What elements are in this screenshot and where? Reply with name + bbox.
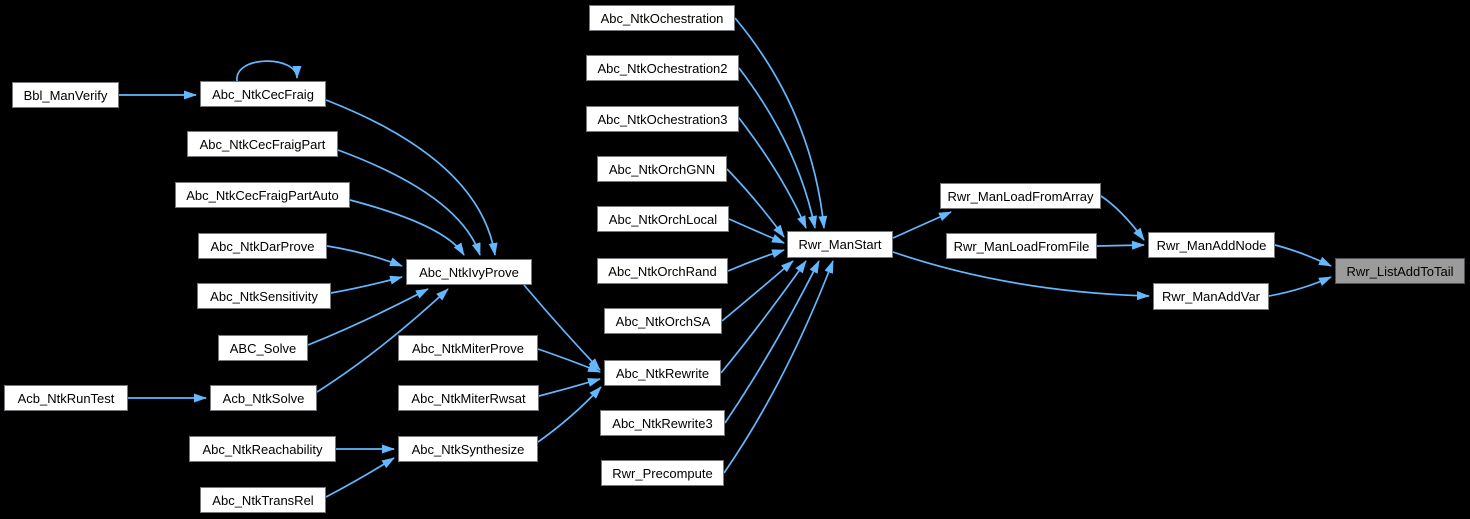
edge-abcNtkTransRel-to-abcNtkSynthesize: [325, 457, 395, 498]
graph-node-abcNtkCecFraigPart[interactable]: Abc_NtkCecFraigPart: [187, 131, 338, 157]
graph-node-abcNtkOchestration2[interactable]: Abc_NtkOchestration2: [586, 55, 739, 81]
graph-node-abcNtkCecFraigPartAuto[interactable]: Abc_NtkCecFraigPartAuto: [175, 182, 350, 208]
edge-abcNtkDarProve-to-abcNtkIvyProve: [326, 245, 403, 267]
edge-rwrPrecompute-to-rwrManStart: [723, 260, 834, 474]
edge-abcNtkSensitivity-to-abcNtkIvyProve: [330, 275, 403, 294]
edge-abcNtkCecFraig-to-abcNtkIvyProve: [325, 99, 498, 256]
graph-node-abcNtkIvyProve[interactable]: Abc_NtkIvyProve: [406, 259, 532, 285]
edge-abcNtkIvyProve-to-abcNtkRewrite: [523, 284, 601, 371]
graph-node-abcNtkSensitivity[interactable]: Abc_NtkSensitivity: [197, 283, 331, 309]
edge-rwrManAddNode-to-rwrListAddToTail: [1274, 244, 1332, 267]
graph-node-abcNtkDarProve[interactable]: Abc_NtkDarProve: [198, 233, 327, 259]
graph-node-abcNtkRewrite3[interactable]: Abc_NtkRewrite3: [600, 410, 725, 436]
graph-node-abcNtkSynthesize[interactable]: Abc_NtkSynthesize: [398, 436, 538, 462]
edge-abcNtkOrchLocal-to-rwrManStart: [728, 218, 785, 244]
edge-rwrManLoadFromFile-to-rwrManAddNode: [1096, 240, 1145, 250]
edge-rwrManStart-to-rwrManAddVar: [892, 251, 1150, 301]
graph-node-rwrManAddNode[interactable]: Rwr_ManAddNode: [1148, 232, 1275, 258]
graph-node-acbNtkSolve[interactable]: Acb_NtkSolve: [210, 385, 317, 411]
graph-node-abcNtkOchestration3[interactable]: Abc_NtkOchestration3: [586, 106, 739, 132]
graph-node-abcNtkOrchLocal[interactable]: Abc_NtkOrchLocal: [597, 206, 729, 232]
graph-node-abcNtkCecFraig[interactable]: Abc_NtkCecFraig: [200, 81, 326, 107]
graph-node-acbNtkRunTest[interactable]: Acb_NtkRunTest: [4, 385, 128, 411]
graph-node-abcNtkOrchSA[interactable]: Abc_NtkOrchSA: [604, 308, 722, 334]
edge-abcNtkMiterRwsat-to-abcNtkRewrite: [538, 378, 601, 397]
graph-node-abcNtkMiterRwsat[interactable]: Abc_NtkMiterRwsat: [398, 385, 539, 411]
graph-node-bblManVerify[interactable]: Bbl_ManVerify: [12, 82, 119, 108]
edge-abcNtkMiterProve-to-abcNtkRewrite: [537, 348, 601, 373]
graph-node-abcNtkOrchRand[interactable]: Abc_NtkOrchRand: [597, 258, 728, 284]
edge-rwrManStart-to-rwrManLoadFromArray: [892, 211, 952, 239]
graph-node-rwrManStart[interactable]: Rwr_ManStart: [787, 231, 893, 258]
edge-abcNtkOrchGNN-to-rwrManStart: [726, 168, 785, 238]
edge-abcNtkOchestration2-to-rwrManStart: [738, 67, 817, 229]
edge-abcNtkCecFraigPart-to-abcNtkIvyProve: [337, 149, 481, 256]
edge-abcNtkRewrite-to-rwrManStart: [720, 260, 807, 374]
edge-abcSolve-to-abcNtkIvyProve: [307, 288, 429, 346]
edge-acbNtkSolve-to-abcNtkIvyProve: [316, 288, 449, 393]
graph-node-abcSolve[interactable]: ABC_Solve: [218, 335, 308, 361]
graph-node-rwrManAddVar[interactable]: Rwr_ManAddVar: [1153, 283, 1269, 310]
graph-node-rwrListAddToTail: Rwr_ListAddToTail: [1335, 258, 1465, 284]
edge-abcNtkSynthesize-to-abcNtkRewrite: [537, 386, 602, 443]
graph-node-abcNtkOchestration[interactable]: Abc_NtkOchestration: [589, 5, 735, 31]
graph-node-abcNtkReachability[interactable]: Abc_NtkReachability: [189, 436, 336, 462]
graph-node-rwrPrecompute[interactable]: Rwr_Precompute: [601, 460, 724, 486]
edge-rwrManAddVar-to-rwrListAddToTail: [1268, 276, 1332, 297]
edge-abcNtkOchestration3-to-rwrManStart: [738, 117, 807, 229]
graph-node-abcNtkOrchGNN[interactable]: Abc_NtkOrchGNN: [597, 156, 727, 182]
edge-rwrManLoadFromArray-to-rwrManAddNode: [1100, 195, 1145, 241]
graph-node-rwrManLoadFromArray[interactable]: Rwr_ManLoadFromArray: [940, 183, 1101, 209]
edge-abcNtkCecFraig-to-abcNtkCecFraig: [236, 60, 302, 82]
graph-node-abcNtkTransRel[interactable]: Abc_NtkTransRel: [200, 487, 326, 513]
edge-abcNtkOrchRand-to-rwrManStart: [727, 249, 785, 272]
edge-abcNtkOrchSA-to-rwrManStart: [721, 260, 794, 322]
edge-abcNtkRewrite3-to-rwrManStart: [724, 260, 820, 424]
graph-node-rwrManLoadFromFile[interactable]: Rwr_ManLoadFromFile: [946, 233, 1097, 259]
edge-abcNtkOchestration-to-rwrManStart: [734, 17, 828, 229]
edge-abcNtkCecFraigPartAuto-to-abcNtkIvyProve: [349, 199, 465, 256]
graph-node-abcNtkRewrite[interactable]: Abc_NtkRewrite: [604, 360, 721, 386]
graph-node-abcNtkMiterProve[interactable]: Abc_NtkMiterProve: [398, 335, 538, 361]
